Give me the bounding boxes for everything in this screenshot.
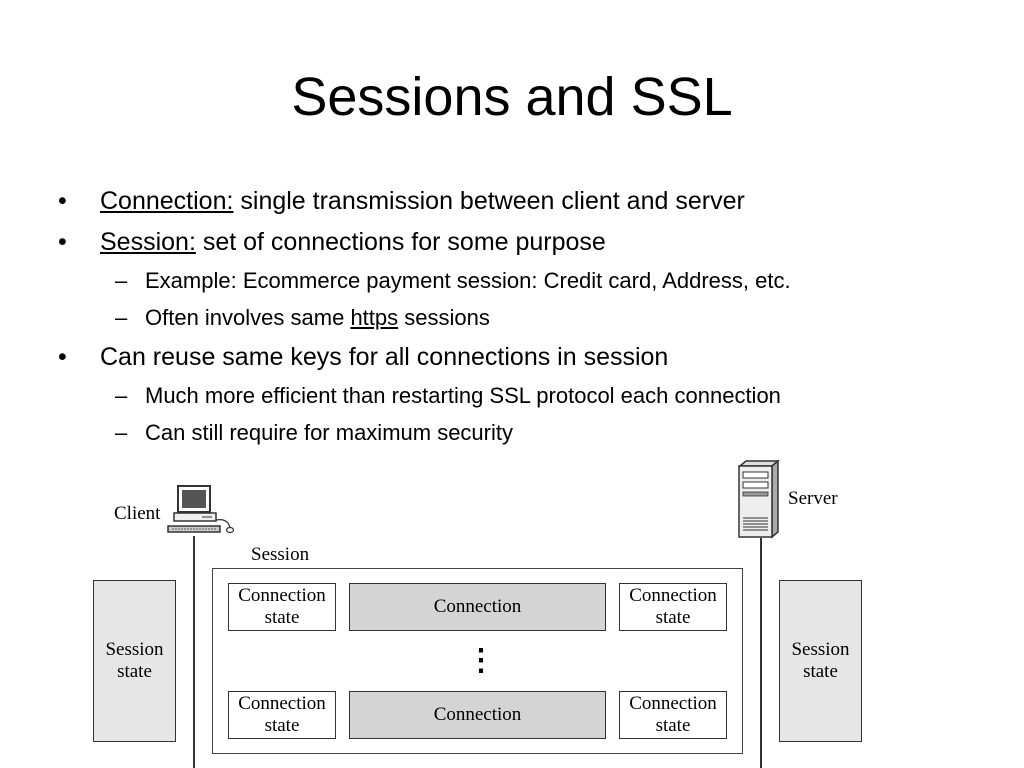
- client-timeline: [193, 536, 195, 768]
- connection-state-label: Connection state: [238, 693, 326, 736]
- session-label: Session: [251, 544, 310, 565]
- bullet-mark: •: [58, 187, 67, 215]
- connection-box: Connection: [349, 583, 606, 631]
- server-icon: [737, 460, 780, 539]
- sub-bullet-text: Can still require for maximum security: [145, 420, 513, 445]
- sub-bullet-https: – Often involves same https sessions: [58, 305, 978, 331]
- sub-bullet-security: – Can still require for maximum security: [58, 420, 978, 446]
- connection-label: Connection: [433, 596, 522, 617]
- client-label: Client: [114, 503, 161, 524]
- connection-box: Connection: [349, 691, 606, 739]
- connection-label: Connection: [433, 704, 522, 725]
- server-timeline: [760, 538, 762, 768]
- bullet-session: • Session: set of connections for some p…: [58, 227, 978, 257]
- connection-state-label: Connection state: [629, 693, 717, 736]
- slide-title: Sessions and SSL: [291, 67, 733, 127]
- sub-bullet-example: – Example: Ecommerce payment session: Cr…: [58, 268, 978, 294]
- computer-icon: [167, 485, 235, 534]
- server-label: Server: [788, 488, 838, 509]
- session-state-label: Session state: [105, 639, 164, 682]
- bullet-mark: •: [58, 228, 67, 256]
- bullet-text: Can reuse same keys for all connections …: [100, 343, 669, 371]
- sub-bullet-mark: –: [115, 305, 128, 330]
- term-session: Session:: [100, 228, 196, 256]
- sub-bullet-text: Example: Ecommerce payment session: Cred…: [145, 268, 791, 293]
- session-state-client: Session state: [93, 580, 176, 742]
- sub-bullet-mark: –: [115, 268, 128, 293]
- bullet-reuse-keys: • Can reuse same keys for all connection…: [58, 342, 978, 372]
- session-state-label: Session state: [791, 639, 850, 682]
- sub-bullet-efficient: – Much more efficient than restarting SS…: [58, 383, 978, 409]
- connection-state-server: Connection state: [619, 691, 727, 739]
- connection-state-client: Connection state: [228, 691, 336, 739]
- bullet-mark: •: [58, 343, 67, 371]
- sub-bullet-text: Much more efficient than restarting SSL …: [145, 383, 781, 408]
- bullet-text: set of connections for some purpose: [195, 228, 606, 256]
- bullet-list: • Connection: single transmission betwee…: [58, 186, 978, 457]
- sub-bullet-text-pre: Often involves same: [145, 305, 351, 330]
- sub-bullet-mark: –: [115, 420, 128, 445]
- connection-state-server: Connection state: [619, 583, 727, 631]
- connection-state-client: Connection state: [228, 583, 336, 631]
- connection-state-label: Connection state: [238, 585, 326, 628]
- sub-bullet-text-post: sessions: [398, 305, 490, 330]
- connection-state-label: Connection state: [629, 585, 717, 628]
- bullet-text: single transmission between client and s…: [233, 187, 745, 215]
- term-connection: Connection:: [100, 187, 234, 215]
- https-link[interactable]: https: [350, 305, 399, 330]
- ellipsis-vertical: ⋮: [466, 644, 496, 677]
- bullet-connection: • Connection: single transmission betwee…: [58, 186, 978, 216]
- session-state-server: Session state: [779, 580, 862, 742]
- sub-bullet-mark: –: [115, 383, 128, 408]
